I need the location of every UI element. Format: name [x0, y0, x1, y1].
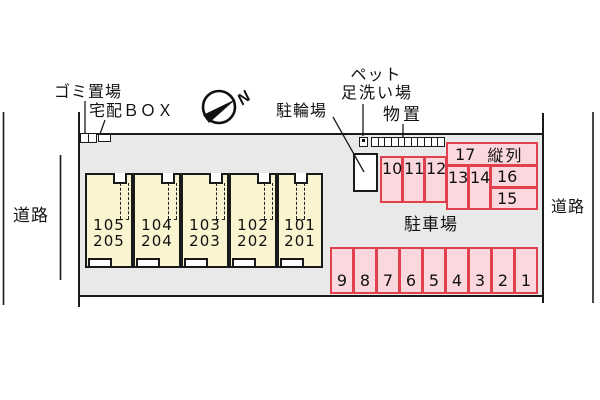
storage-cell [384, 138, 391, 146]
storage-cell [417, 138, 424, 146]
storage-cell [397, 138, 405, 146]
stair-dash [176, 183, 177, 219]
parking-space-16: 16 [490, 165, 538, 188]
parking-space-6: 6 [399, 247, 423, 294]
stair-dash [272, 183, 273, 219]
entrance-porch [88, 258, 112, 268]
parking-space-11: 11 [402, 156, 425, 203]
pet-wash-label-line1: ペット [350, 67, 402, 84]
pet-foot-wash [359, 137, 368, 147]
road-label-right: 道路 [551, 199, 586, 216]
stair-dash [224, 183, 225, 219]
tandem-label: 縦列 [487, 148, 524, 165]
parking-space-14: 14 [468, 165, 491, 210]
storage-label: 物置 [383, 105, 423, 124]
parking-space-2: 2 [491, 247, 515, 294]
parking-space-13: 13 [446, 165, 469, 210]
entrance-porch [184, 258, 208, 268]
pet-foot-wash-faucet [361, 138, 365, 142]
entrance-porch [280, 258, 304, 268]
parking-space-5: 5 [422, 247, 446, 294]
storage-cell [430, 138, 438, 146]
stair-dash [216, 183, 217, 219]
north-arrow-icon: N [201, 88, 254, 125]
parking-space-7: 7 [376, 247, 400, 294]
entrance-porch [232, 258, 256, 268]
storage-cell [390, 138, 398, 146]
parking-space-8: 8 [353, 247, 377, 294]
garbage-area-label: ゴミ置場 [54, 84, 123, 101]
bicycle-parking-area [353, 153, 378, 192]
stair-dash [264, 219, 273, 220]
garbage-box [80, 133, 97, 143]
svg-text:N: N [234, 88, 254, 109]
storage-cell [410, 138, 418, 146]
parking-lot-label: 駐車場 [404, 215, 458, 234]
storage-cell [437, 138, 444, 146]
parking-space-9: 9 [330, 247, 354, 294]
parking-space-10: 10 [380, 156, 403, 203]
bicycle-parking-label: 駐輪場 [276, 103, 328, 120]
stair-dash [296, 183, 297, 219]
storage-cell [377, 138, 385, 146]
stair-notch [294, 173, 308, 184]
stair-dash [168, 183, 169, 219]
stair-dash [264, 183, 265, 219]
delivery-box [98, 134, 111, 142]
parking-space-1: 1 [514, 247, 538, 294]
entrance-porch [136, 258, 160, 268]
stair-dash [120, 219, 129, 220]
stair-dash [128, 183, 129, 219]
garbage-box-divider [88, 134, 89, 142]
parking-space-15: 15 [490, 187, 538, 210]
delivery-box-label: 宅配ＢＯＸ [89, 103, 175, 120]
parking-space-3: 3 [468, 247, 492, 294]
storage-cell [424, 138, 431, 146]
parking-space-12: 12 [424, 156, 447, 203]
parking-space-4: 4 [445, 247, 469, 294]
storage-shed [371, 137, 445, 147]
storage-cell [404, 138, 411, 146]
stair-dash [216, 219, 225, 220]
stair-dash [296, 219, 305, 220]
stair-dash [304, 183, 305, 219]
stair-dash [168, 219, 177, 220]
road-label-left: 道路 [13, 206, 49, 225]
pet-wash-label-line2: 足洗い場 [340, 85, 413, 102]
stair-dash [120, 183, 121, 219]
